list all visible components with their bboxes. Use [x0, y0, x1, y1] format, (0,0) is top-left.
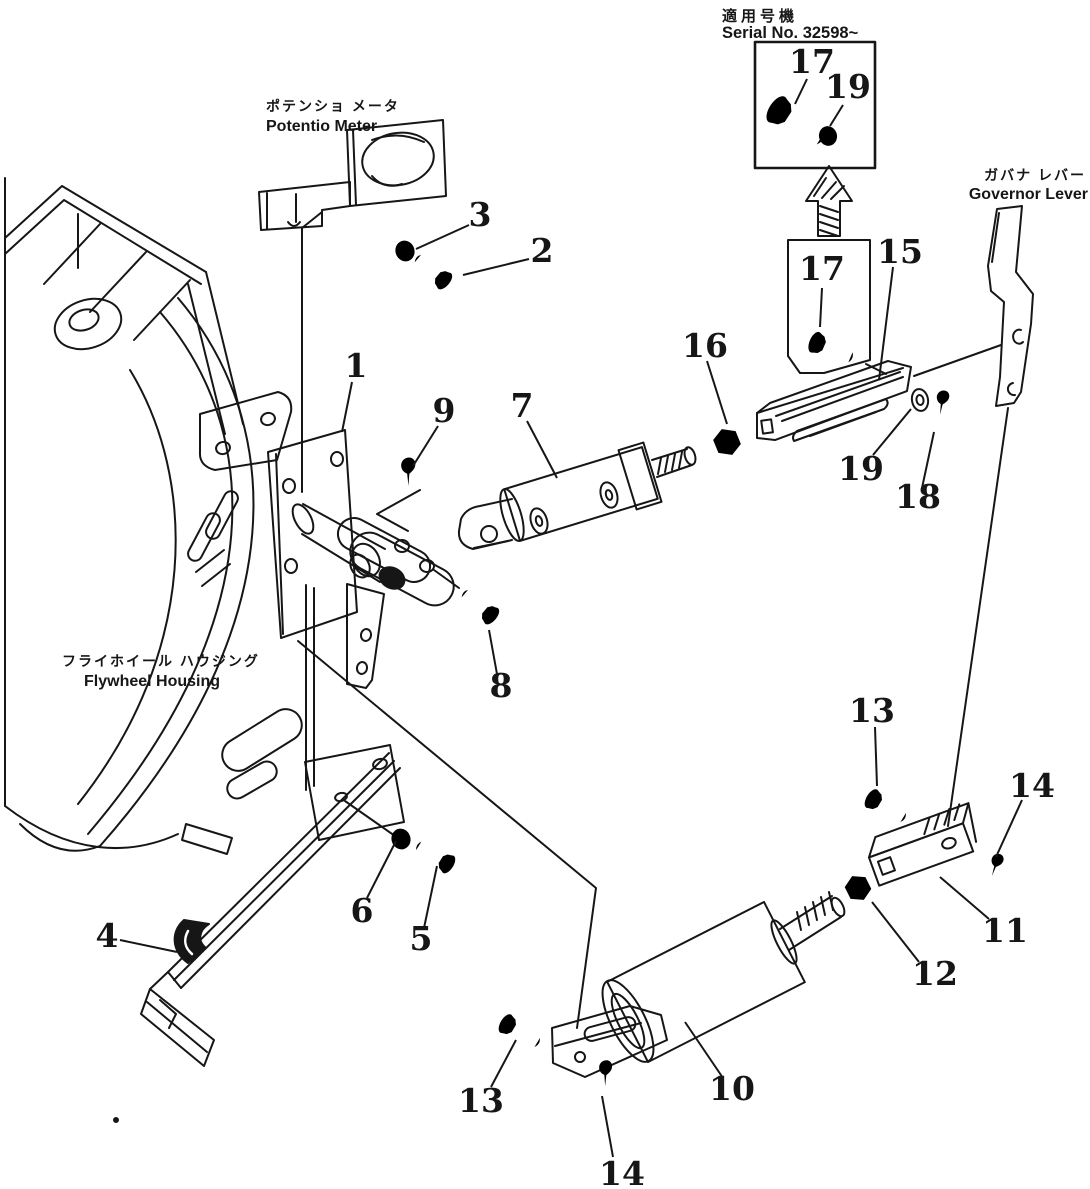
callout-number-18-21: 18 [895, 477, 941, 516]
callout-number-16-17: 16 [682, 326, 728, 365]
cotter-pin-14-bottom [596, 1059, 613, 1096]
lower-bracket-drawing [304, 744, 405, 841]
callout-leader-14-13 [601, 1095, 614, 1158]
bolt-5 [411, 836, 458, 876]
callout-number-1-0: 1 [345, 346, 368, 385]
callout-number-14-13: 14 [599, 1154, 645, 1189]
callout-number-6-5: 6 [351, 891, 374, 930]
flywheel-housing-drawing [4, 177, 315, 855]
cotter-pin-18 [930, 388, 951, 425]
callout-leader-5-4 [423, 865, 438, 929]
callout-number-8-7: 8 [490, 666, 513, 705]
callout-leader-9-8 [412, 425, 439, 467]
washer-19-top [817, 124, 839, 148]
flywheel-housing-label-jp: フライホイール ハウジング [62, 653, 260, 669]
callout-leader-18-21 [921, 431, 935, 489]
shaft-lever-drawing [291, 489, 460, 689]
callout-leader-10-9 [684, 1021, 724, 1079]
callout-number-2-1: 2 [531, 231, 554, 270]
callout-leader-19-22 [872, 408, 912, 456]
governor-lever-label-en: Governor Lever [969, 186, 1088, 203]
washer-19 [910, 388, 930, 412]
potentio-meter-label-jp: ポテンショ メータ [266, 98, 400, 114]
callout-leader-8-7 [488, 629, 498, 675]
callout-leader-4-3 [119, 939, 178, 953]
callout-number-19-22: 19 [838, 449, 884, 488]
callout-number-11-10: 11 [982, 911, 1028, 950]
callout-leader-2-1 [462, 258, 530, 276]
callout-leader-11-10 [939, 876, 990, 920]
bolt-2 [410, 249, 455, 292]
callout-number-14-15: 14 [1009, 766, 1055, 805]
callout-number-19-19: 19 [825, 67, 871, 106]
bolt-17-lower [805, 330, 857, 369]
callout-leader-6-5 [366, 840, 397, 899]
potentio-meter-drawing [258, 119, 447, 493]
callout-leader-7-6 [526, 420, 558, 479]
control-rod-drawing [457, 441, 697, 550]
callout-number-15-16: 15 [877, 232, 923, 271]
washer-19-hole [915, 394, 925, 406]
stray-dot [113, 1117, 119, 1123]
bolt-17-box [787, 239, 871, 374]
callout-leader-12-11 [871, 901, 920, 963]
callout-leader-17-20 [819, 287, 823, 328]
callout-number-13-12: 13 [458, 1081, 504, 1120]
callout-number-4-3: 4 [96, 916, 119, 955]
callout-leader-19-19 [829, 104, 844, 127]
mounting-plate-drawing [267, 429, 358, 639]
clevis-block-drawing [867, 802, 978, 887]
callout-leader-13-12 [490, 1039, 517, 1088]
bolt-13-right [861, 786, 911, 828]
callout-number-12-11: 12 [912, 954, 958, 993]
stopper-lever-drawing [140, 752, 401, 1067]
callout-number-13-14: 13 [849, 691, 895, 730]
callout-leader-17-18 [794, 78, 808, 105]
callout-number-9-8: 9 [433, 391, 456, 430]
nut-12 [843, 875, 873, 901]
callout-number-3-2: 3 [469, 195, 492, 234]
serial-applicability-box [753, 40, 877, 170]
potentio-meter-label-en: Potentio Meter [266, 118, 377, 135]
nut-16 [711, 428, 743, 456]
callout-number-5-4: 5 [410, 919, 433, 958]
callout-leader-14-15 [995, 799, 1023, 858]
cotter-pin-14-right [982, 851, 1006, 886]
serrated-block-drawing [756, 344, 1002, 442]
callout-number-7-6: 7 [511, 386, 534, 425]
governor-lever-label-jp: ガバナ レバー [984, 167, 1086, 183]
callout-number-17-20: 17 [799, 249, 845, 288]
callout-leader-3-2 [415, 224, 470, 250]
flywheel-housing-label-en: Flywheel Housing [84, 673, 220, 690]
linkage-guide-lines [297, 640, 597, 1029]
callout-leader-16-17 [706, 360, 728, 425]
direction-arrow-icon [805, 165, 853, 237]
callout-number-10-9: 10 [709, 1069, 755, 1108]
serial-note-jp: 適用号機 [722, 7, 798, 25]
cotter-pin-9 [399, 456, 416, 497]
bolt-13-bottom [495, 1011, 545, 1053]
callout-leader-13-14 [874, 726, 878, 787]
governor-lever-drawing [947, 205, 1034, 827]
callout-leader-15-16 [878, 266, 894, 381]
bolt-8 [457, 584, 502, 627]
callout-leader-1-0 [341, 381, 353, 433]
serial-note-en: Serial No. 32598~ [722, 24, 859, 42]
damper-cylinder-drawing [551, 891, 846, 1078]
callout-number-17-18: 17 [789, 42, 835, 81]
washer-3 [392, 237, 418, 265]
